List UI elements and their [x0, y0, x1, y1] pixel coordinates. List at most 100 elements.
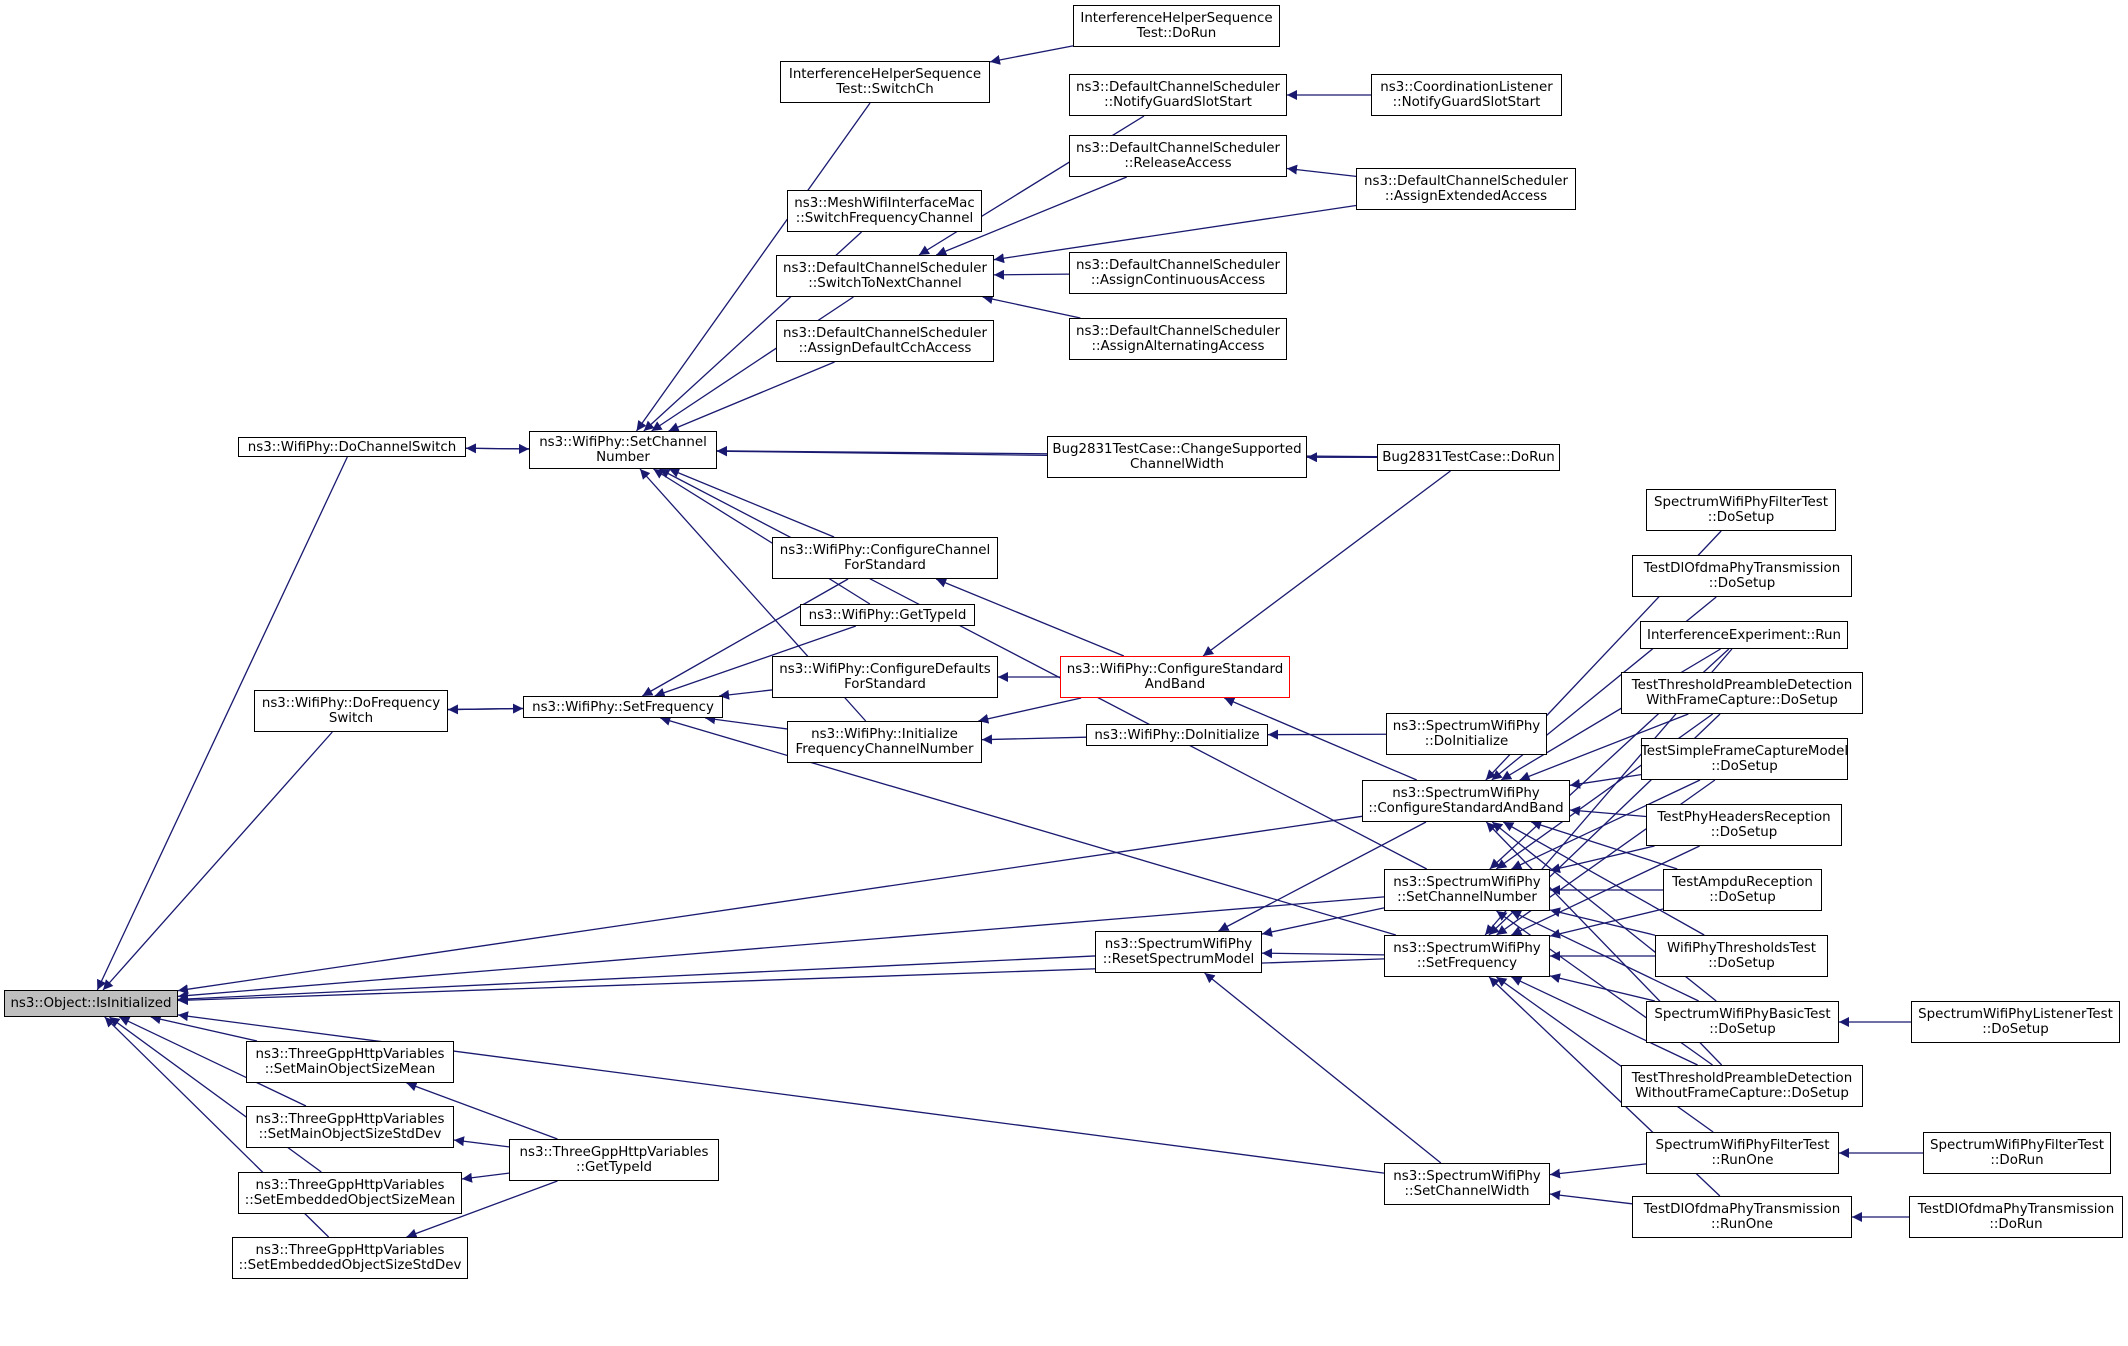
node-label-line: ns3::SpectrumWifiPhy — [1393, 1169, 1541, 1184]
node-label-line: InterferenceExperiment::Run — [1647, 627, 1841, 643]
graph-node-n19[interactable]: ns3::WifiPhy::GetTypeId — [800, 604, 975, 626]
graph-node-n14[interactable]: ns3::DefaultChannelScheduler::AssignCont… — [1069, 252, 1287, 294]
node-label-line: TestThresholdPreambleDetection — [1631, 1071, 1853, 1086]
node-label-line: ns3::DefaultChannelScheduler — [1364, 174, 1568, 189]
graph-node-n44[interactable]: TestDlOfdmaPhyTransmission::DoRun — [1909, 1196, 2123, 1238]
graph-node-n47[interactable]: ns3::ThreeGppHttpVariables::SetEmbeddedO… — [238, 1172, 462, 1214]
graph-node-n26[interactable]: ns3::SpectrumWifiPhy::SetChannelNumber — [1384, 869, 1550, 911]
graph-node-n13[interactable]: ns3::DefaultChannelScheduler::AssignExte… — [1356, 168, 1576, 210]
node-label-line: ::SetEmbeddedObjectSizeStdDev — [238, 1258, 462, 1273]
graph-node-n38[interactable]: SpectrumWifiPhyBasicTest::DoSetup — [1646, 1001, 1839, 1043]
graph-node-n10[interactable]: ns3::DefaultChannelScheduler::NotifyGuar… — [1069, 74, 1287, 116]
node-label-line: ::ResetSpectrumModel — [1102, 952, 1255, 967]
edge-n34-to-n26 — [1511, 779, 1701, 870]
node-label-line: ns3::ThreeGppHttpVariables — [255, 1243, 445, 1258]
edge-n26-to-n3 — [659, 468, 1428, 870]
graph-node-n49[interactable]: ns3::ThreeGppHttpVariables::GetTypeId — [509, 1139, 719, 1181]
edge-n27-to-n0 — [177, 955, 1096, 1004]
graph-node-n43[interactable]: TestDlOfdmaPhyTransmission::RunOne — [1632, 1196, 1852, 1238]
node-label-line: ns3::Object::IsInitialized — [10, 996, 172, 1011]
node-label-line: ::NotifyGuardSlotStart — [1104, 95, 1252, 110]
graph-node-n0[interactable]: ns3::Object::IsInitialized — [4, 990, 178, 1017]
node-label-line: InterferenceHelperSequence — [788, 67, 982, 82]
node-label-line: ns3::ThreeGppHttpVariables — [255, 1047, 445, 1062]
graph-node-n27[interactable]: ns3::SpectrumWifiPhy::ResetSpectrumModel — [1095, 931, 1262, 973]
graph-node-n45[interactable]: ns3::ThreeGppHttpVariables::SetMainObjec… — [246, 1041, 454, 1083]
node-label-line: ::AssignExtendedAccess — [1384, 189, 1548, 204]
node-label-line: ::SetEmbeddedObjectSizeMean — [244, 1193, 456, 1208]
graph-node-n4[interactable]: ns3::WifiPhy::SetFrequency — [523, 696, 723, 718]
edge-n37-to-n25 — [1503, 821, 1705, 936]
node-label-line: ::DoRun — [1989, 1217, 2043, 1232]
graph-node-n23[interactable]: ns3::WifiPhy::DoInitialize — [1086, 724, 1268, 746]
edge-n5-to-n3 — [635, 102, 871, 432]
graph-node-n39[interactable]: SpectrumWifiPhyListenerTest::DoSetup — [1911, 1001, 2120, 1043]
graph-node-n41[interactable]: SpectrumWifiPhyFilterTest::RunOne — [1646, 1132, 1839, 1174]
graph-node-n25[interactable]: ns3::SpectrumWifiPhy::ConfigureStandardA… — [1362, 780, 1570, 822]
node-label-line: FrequencyChannelNumber — [795, 742, 974, 757]
graph-node-n7[interactable]: ns3::MeshWifiInterfaceMac::SwitchFrequen… — [787, 190, 982, 232]
graph-node-n42[interactable]: SpectrumWifiPhyFilterTest::DoRun — [1923, 1132, 2111, 1174]
edge-n43-to-n29 — [1549, 1190, 1633, 1205]
graph-node-n17[interactable]: Bug2831TestCase::DoRun — [1377, 444, 1560, 471]
graph-node-n1[interactable]: ns3::WifiPhy::DoChannelSwitch — [238, 437, 466, 457]
node-label-line: ::AssignDefaultCchAccess — [798, 341, 972, 356]
graph-node-n46[interactable]: ns3::ThreeGppHttpVariables::SetMainObjec… — [246, 1106, 454, 1148]
node-label-line: ::DoSetup — [1710, 825, 1778, 840]
node-label-line: ::SwitchFrequencyChannel — [795, 211, 974, 226]
node-label-line: ::ConfigureStandardAndBand — [1368, 801, 1564, 816]
node-label-line: ::SetMainObjectSizeMean — [264, 1062, 436, 1077]
graph-node-n24[interactable]: ns3::SpectrumWifiPhy::DoInitialize — [1386, 713, 1547, 755]
graph-node-n32[interactable]: InterferenceExperiment::Run — [1640, 621, 1848, 649]
node-label-line: ns3::WifiPhy::DoInitialize — [1094, 727, 1260, 743]
graph-node-n9[interactable]: ns3::DefaultChannelScheduler::AssignDefa… — [776, 320, 994, 362]
edge-n17-to-n22 — [1202, 470, 1451, 657]
graph-node-n15[interactable]: ns3::DefaultChannelScheduler::AssignAlte… — [1069, 318, 1287, 360]
edge-n29-to-n27 — [1204, 972, 1442, 1164]
graph-node-n12[interactable]: ns3::DefaultChannelScheduler::ReleaseAcc… — [1069, 135, 1287, 177]
node-label-line: ::DoSetup — [1708, 956, 1775, 971]
edge-n36-to-n28 — [1549, 908, 1664, 939]
graph-node-n8[interactable]: ns3::DefaultChannelScheduler::SwitchToNe… — [776, 255, 994, 297]
graph-node-n30[interactable]: SpectrumWifiPhyFilterTest::DoSetup — [1646, 489, 1836, 531]
node-label-line: ::DoInitialize — [1424, 734, 1509, 749]
edge-n1-to-n0 — [96, 456, 348, 991]
node-label-line: ns3::DefaultChannelScheduler — [1076, 141, 1280, 156]
node-label-line: ns3::MeshWifiInterfaceMac — [794, 196, 975, 211]
graph-node-n28[interactable]: ns3::SpectrumWifiPhy::SetFrequency — [1384, 935, 1550, 977]
node-label-line: ::SetFrequency — [1416, 956, 1518, 971]
node-label-line: TestPhyHeadersReception — [1657, 810, 1831, 825]
node-label-line: ::DoSetup — [1709, 1022, 1776, 1037]
node-label-line: SpectrumWifiPhyListenerTest — [1918, 1007, 2113, 1022]
graph-node-n37[interactable]: WifiPhyThresholdsTest::DoSetup — [1655, 935, 1828, 977]
edge-n13-to-n8 — [993, 204, 1357, 264]
graph-node-n48[interactable]: ns3::ThreeGppHttpVariables::SetEmbeddedO… — [232, 1237, 468, 1279]
graph-node-n35[interactable]: TestPhyHeadersReception::DoSetup — [1646, 804, 1842, 846]
node-label-line: ::SwitchToNextChannel — [808, 276, 962, 291]
node-label-line: ns3::WifiPhy::ConfigureDefaults — [779, 662, 991, 677]
graph-node-n31[interactable]: TestDlOfdmaPhyTransmission::DoSetup — [1632, 555, 1852, 597]
edge-n33-to-n25 — [1519, 713, 1689, 782]
node-label-line: ns3::CoordinationListener — [1380, 80, 1553, 95]
edge-n49-to-n47 — [461, 1172, 510, 1183]
node-label-line: ns3::SpectrumWifiPhy — [1393, 875, 1541, 890]
graph-node-n36[interactable]: TestAmpduReception::DoSetup — [1663, 869, 1822, 911]
graph-node-n11[interactable]: ns3::CoordinationListener::NotifyGuardSl… — [1371, 74, 1562, 116]
graph-node-n34[interactable]: TestSimpleFrameCaptureModel::DoSetup — [1641, 738, 1848, 780]
edge-n32-to-n25 — [1500, 648, 1721, 781]
node-label-line: ns3::WifiPhy::ConfigureStandard — [1066, 662, 1284, 677]
edge-n35-to-n25 — [1569, 805, 1647, 818]
node-label-line: ns3::ThreeGppHttpVariables — [255, 1112, 445, 1127]
graph-node-n29[interactable]: ns3::SpectrumWifiPhy::SetChannelWidth — [1384, 1163, 1550, 1205]
